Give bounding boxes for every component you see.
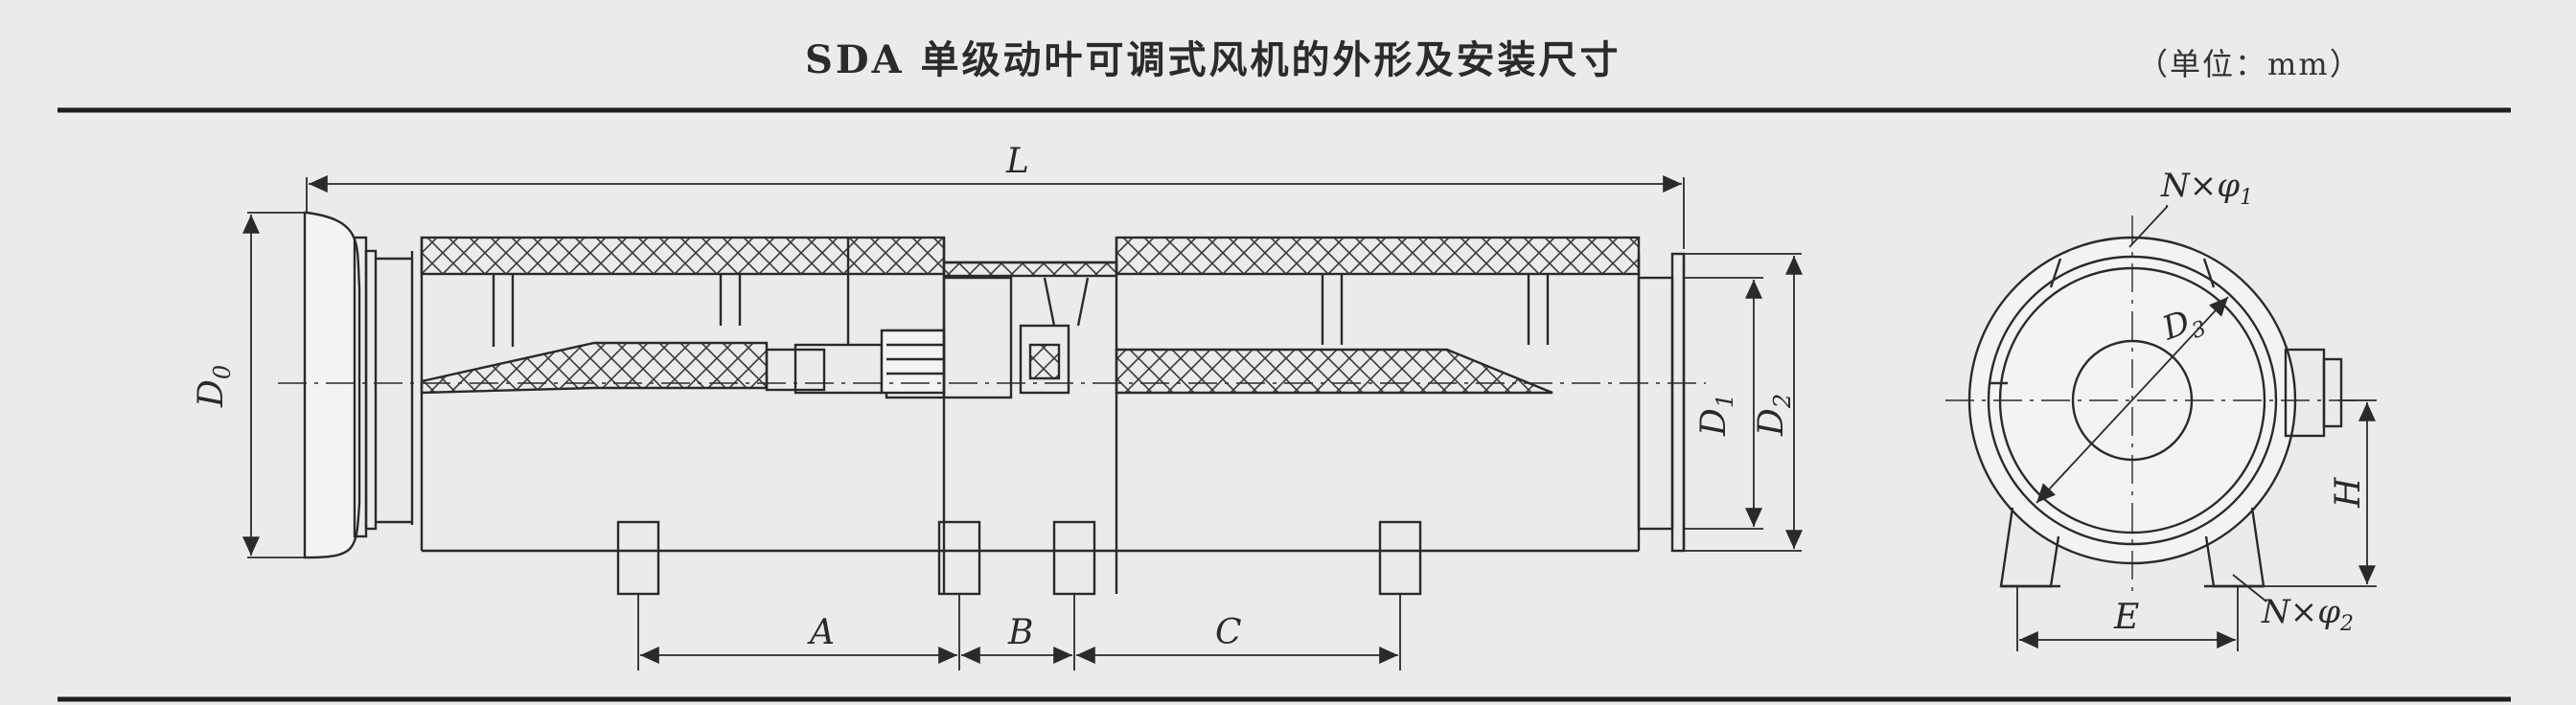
- hub-cone-right: [1115, 348, 1553, 395]
- label-B: B: [1007, 613, 1033, 652]
- foot-4: [1378, 520, 1422, 596]
- label-N-phi1: N×φ1: [2160, 167, 2253, 210]
- inlet-flange-2: [364, 249, 378, 531]
- dimension-L: [306, 175, 1685, 249]
- dimension-E: [2016, 586, 2239, 651]
- hub-left-block-2: [794, 343, 884, 395]
- label-D0: D0: [192, 365, 236, 408]
- hub-cone-left: [420, 341, 769, 395]
- inlet-bellmouth: [303, 211, 361, 559]
- leader-N-phi2: [2232, 574, 2267, 603]
- label-C: C: [1215, 613, 1242, 652]
- leader-N-phi1: [2128, 205, 2169, 248]
- foot-3: [1052, 520, 1096, 596]
- label-D1: D1: [1694, 394, 1738, 437]
- dimension-H: [2264, 399, 2377, 587]
- label-E: E: [2113, 598, 2139, 637]
- label-N-phi2: N×φ2: [2261, 593, 2354, 636]
- dimension-ABC: [637, 594, 1401, 671]
- end-view: [1967, 236, 2343, 588]
- ring-2: [1987, 255, 2278, 546]
- foot-2: [937, 520, 981, 596]
- outlet-flange: [1670, 252, 1686, 553]
- casing-upper-hatch-2: [1115, 236, 1641, 276]
- dimension-D1-D2: [1684, 253, 1803, 552]
- dimension-D3: [2036, 296, 2229, 504]
- label-L: L: [1005, 142, 1029, 181]
- label-H: H: [2329, 477, 2368, 509]
- label-D2: D2: [1752, 394, 1796, 437]
- side-view: [278, 211, 1706, 596]
- dimension-D0: [242, 212, 307, 558]
- unit-note: （单位：mm）: [2137, 46, 2362, 82]
- foot-1: [616, 520, 660, 596]
- page-title: SDA 单级动叶可调式风机的外形及安装尺寸: [805, 37, 1622, 82]
- casing-upper-hatch-1: [420, 236, 946, 276]
- casing-band-middle: [942, 261, 1118, 278]
- label-A: A: [807, 613, 835, 652]
